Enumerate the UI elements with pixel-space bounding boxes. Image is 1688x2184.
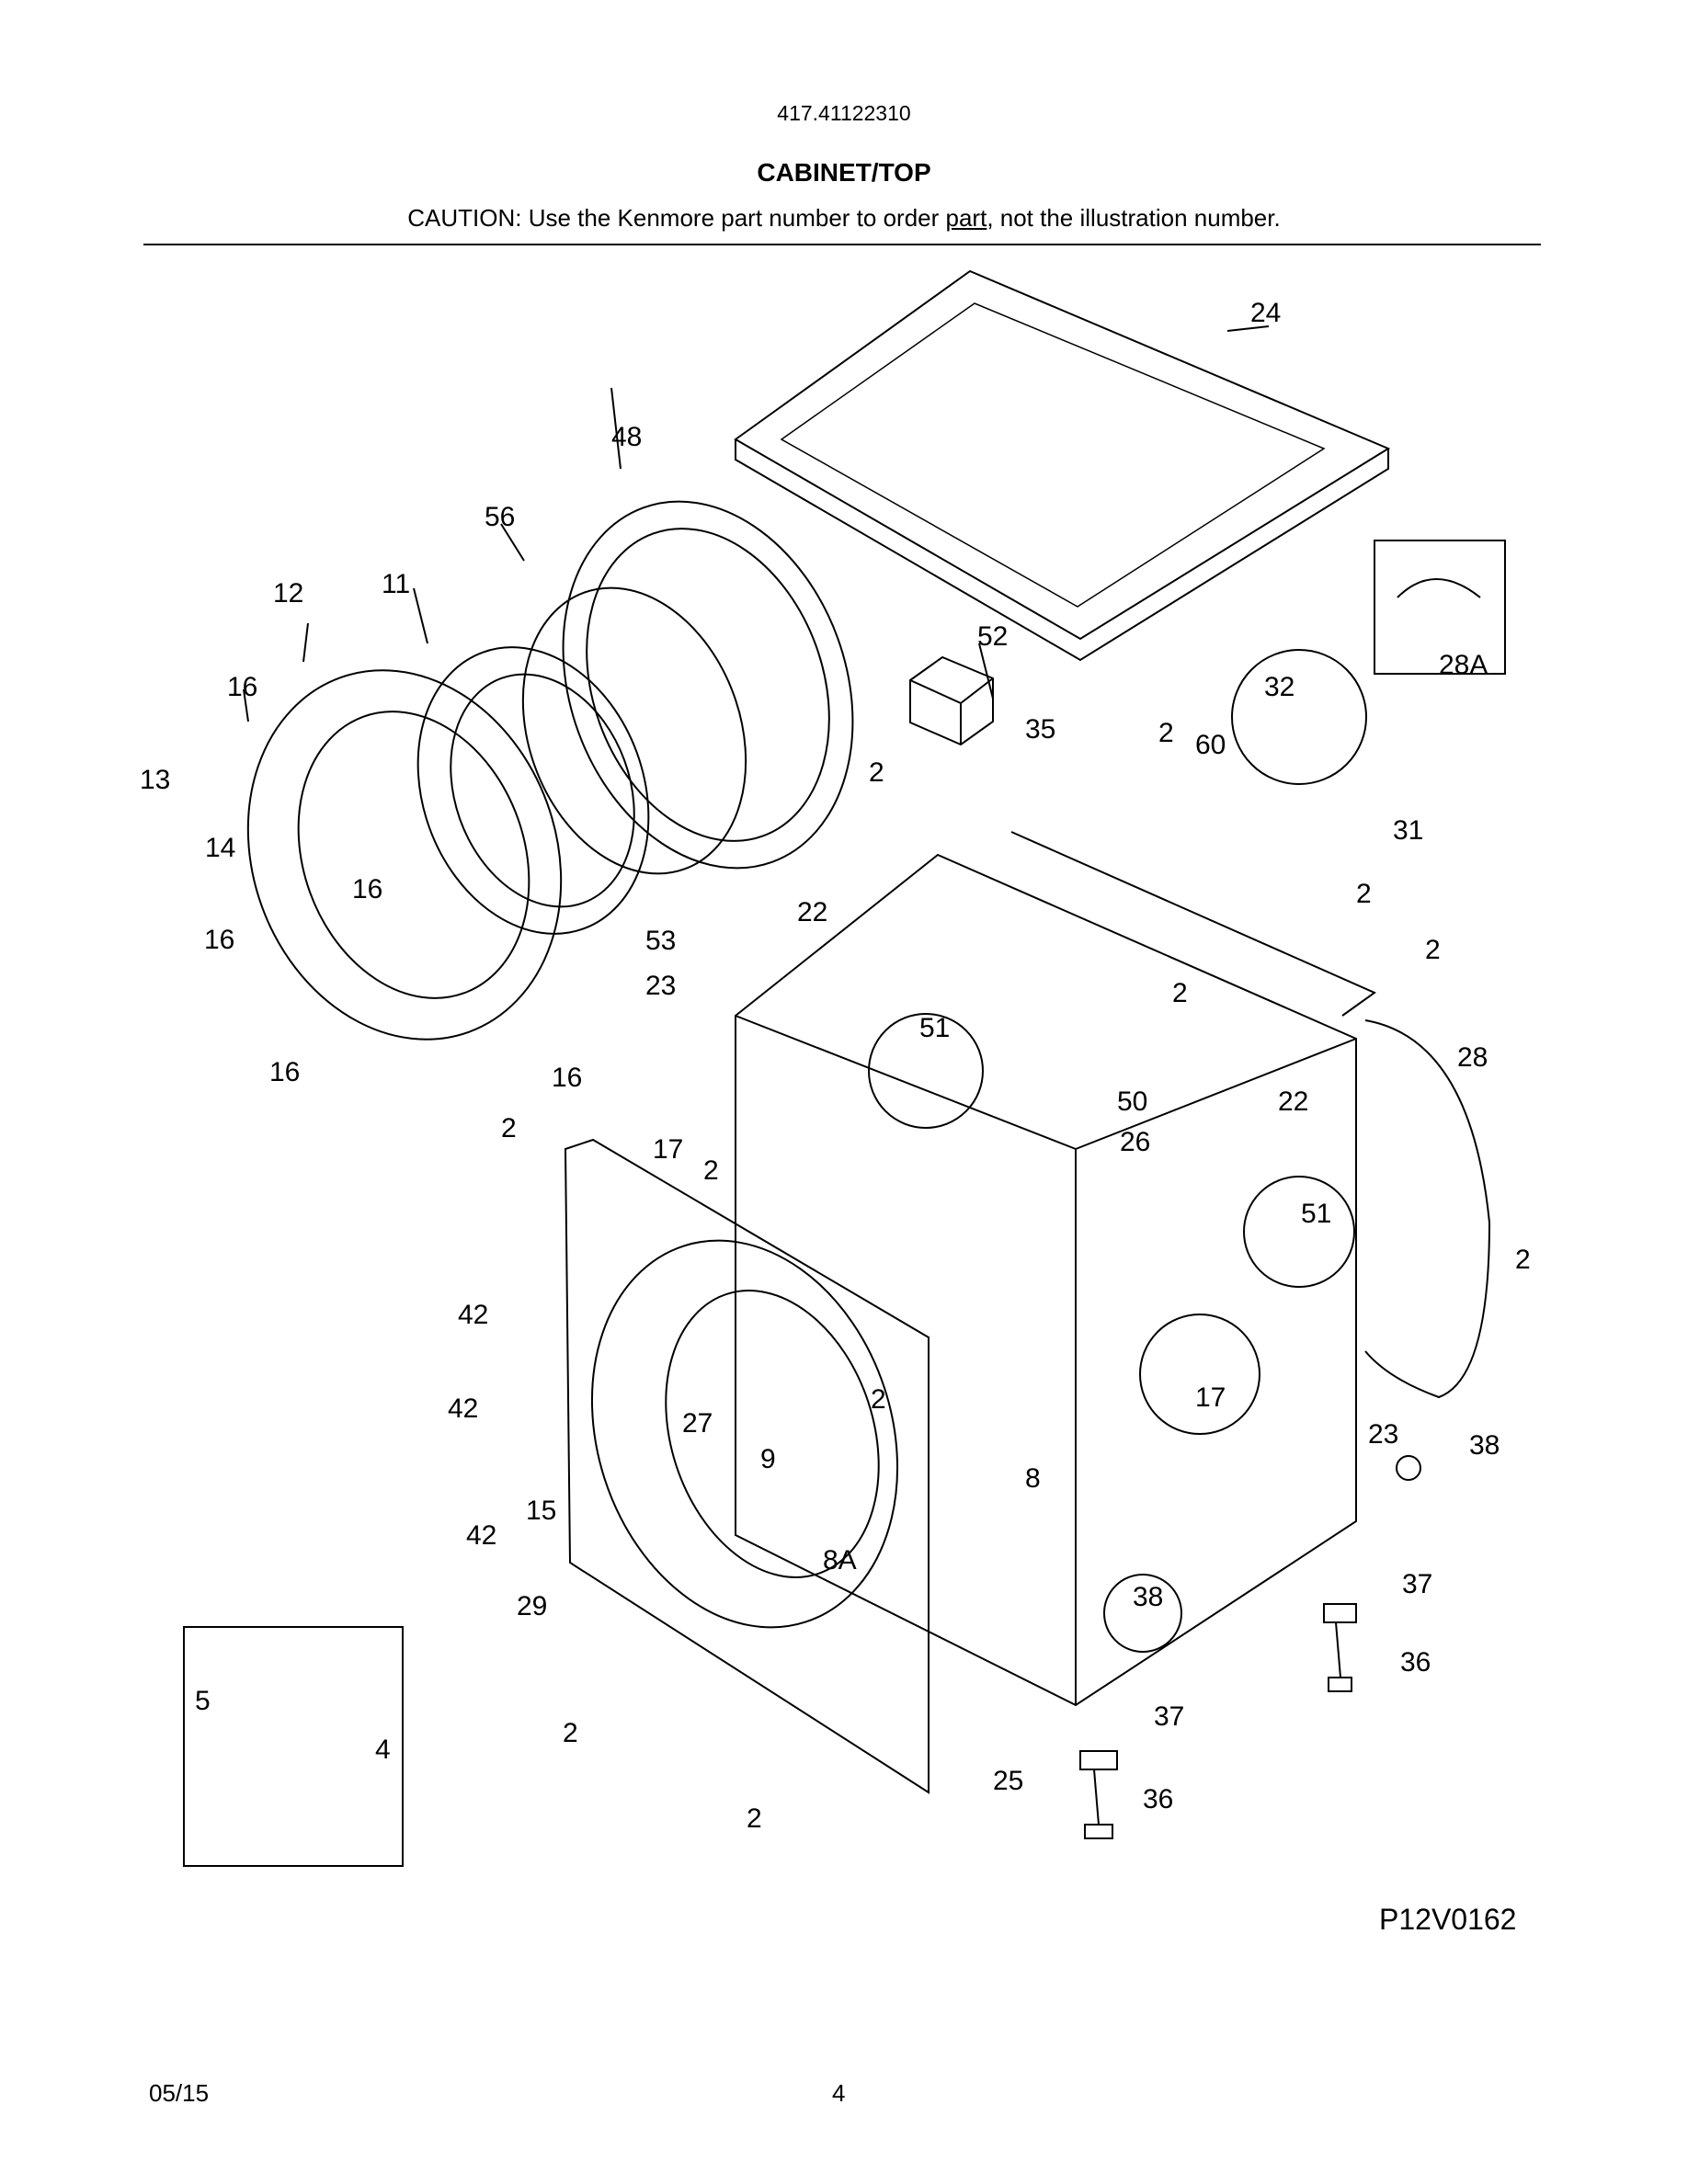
callout-17b: 17: [1195, 1382, 1226, 1413]
model-number: 417.41122310: [777, 101, 911, 125]
door-glass-ring-11: [416, 646, 650, 935]
callout-35: 35: [1025, 714, 1055, 745]
callout-25: 25: [993, 1766, 1023, 1796]
callout-circle-32: [1231, 649, 1367, 785]
callout-5: 5: [195, 1686, 211, 1716]
callout-51b: 51: [1301, 1199, 1331, 1229]
callout-42a: 42: [458, 1300, 488, 1330]
callout-37b: 37: [1154, 1701, 1184, 1732]
caution-prefix: CAUTION: Use the Kenmore part number to …: [407, 204, 946, 232]
callout-36a: 36: [1400, 1647, 1431, 1678]
door-inner-ring-53: [521, 586, 747, 875]
callout-28a: 28A: [1439, 650, 1488, 680]
callout-29: 29: [517, 1591, 547, 1621]
door-trim-ring-12: [246, 669, 563, 1041]
callout-38a: 38: [1469, 1430, 1500, 1461]
rear-panel-28: [1364, 1019, 1491, 1399]
callout-60: 60: [1195, 730, 1226, 760]
inset-box-controls: [183, 1626, 404, 1867]
door-outer-ring-48: [562, 500, 854, 870]
callout-labels: 24 48 56 12 11 16 13 14 16 16 16 16 52 3…: [140, 298, 1531, 1834]
callout-2i: 2: [871, 1384, 886, 1415]
callout-22a: 22: [797, 897, 827, 927]
inset-box-28a: [1374, 540, 1506, 675]
callout-16a: 16: [227, 672, 257, 702]
callout-31: 31: [1393, 815, 1423, 846]
header-divider: [143, 244, 1541, 245]
front-panel-29: [564, 1138, 930, 1794]
callout-22b: 22: [1278, 1086, 1308, 1117]
callout-16c: 16: [204, 925, 234, 955]
callout-51a: 51: [919, 1013, 950, 1043]
callout-27: 27: [682, 1408, 713, 1439]
callout-56: 56: [485, 502, 515, 532]
footer-date: 05/15: [149, 2079, 210, 2107]
callout-32: 32: [1264, 672, 1295, 702]
callout-36b: 36: [1143, 1784, 1173, 1814]
box-52: [909, 655, 994, 746]
callout-50: 50: [1117, 1086, 1147, 1117]
callout-2k: 2: [747, 1803, 762, 1834]
page-title: CABINET/TOP: [757, 158, 931, 187]
callout-28: 28: [1457, 1042, 1488, 1073]
top-panel-shape: [734, 269, 1391, 641]
callout-23a: 23: [645, 971, 676, 1001]
callout-53: 53: [645, 926, 676, 956]
callout-13: 13: [140, 765, 170, 795]
callout-12: 12: [273, 578, 303, 609]
callout-38b: 38: [1133, 1582, 1163, 1612]
callout-2h: 2: [1515, 1245, 1531, 1275]
page-number: 4: [832, 2079, 846, 2107]
part-link[interactable]: part: [945, 204, 987, 232]
callout-2c: 2: [1356, 879, 1372, 909]
callout-17a: 17: [653, 1134, 683, 1165]
callout-circle-38: [1103, 1574, 1182, 1653]
callout-2e: 2: [1172, 978, 1188, 1008]
callout-16d: 16: [269, 1057, 300, 1087]
callout-42b: 42: [448, 1393, 478, 1424]
callout-42c: 42: [466, 1520, 496, 1551]
callout-2a: 2: [1158, 718, 1174, 748]
illustration-code: P12V0162: [1379, 1903, 1517, 1936]
callout-circle-51a: [868, 1013, 984, 1129]
callout-8a: 8A: [823, 1545, 857, 1575]
callout-16e: 16: [552, 1063, 582, 1093]
callout-15: 15: [526, 1496, 556, 1526]
callout-9: 9: [760, 1444, 776, 1474]
caution-suffix: , not the illustration number.: [987, 204, 1281, 232]
callout-2f: 2: [501, 1113, 517, 1143]
callout-26: 26: [1120, 1127, 1150, 1157]
callout-4: 4: [375, 1735, 391, 1765]
callout-2j: 2: [563, 1718, 578, 1748]
callout-2g: 2: [703, 1155, 719, 1186]
callout-48: 48: [611, 422, 642, 452]
callout-37a: 37: [1402, 1569, 1432, 1599]
callout-2d: 2: [1425, 935, 1441, 965]
callout-circle-51b: [1243, 1176, 1355, 1288]
callout-23b: 23: [1368, 1419, 1398, 1450]
cabinet-body: [735, 853, 1357, 1707]
callout-circle-17: [1139, 1314, 1260, 1435]
callout-14: 14: [205, 833, 235, 863]
callout-8: 8: [1025, 1463, 1041, 1494]
caution-note: CAUTION: Use the Kenmore part number to …: [0, 204, 1688, 233]
callout-16b: 16: [352, 874, 382, 904]
callout-52: 52: [977, 621, 1008, 652]
callout-24: 24: [1250, 298, 1281, 328]
callout-2b: 2: [869, 757, 884, 788]
callout-11: 11: [382, 569, 410, 599]
